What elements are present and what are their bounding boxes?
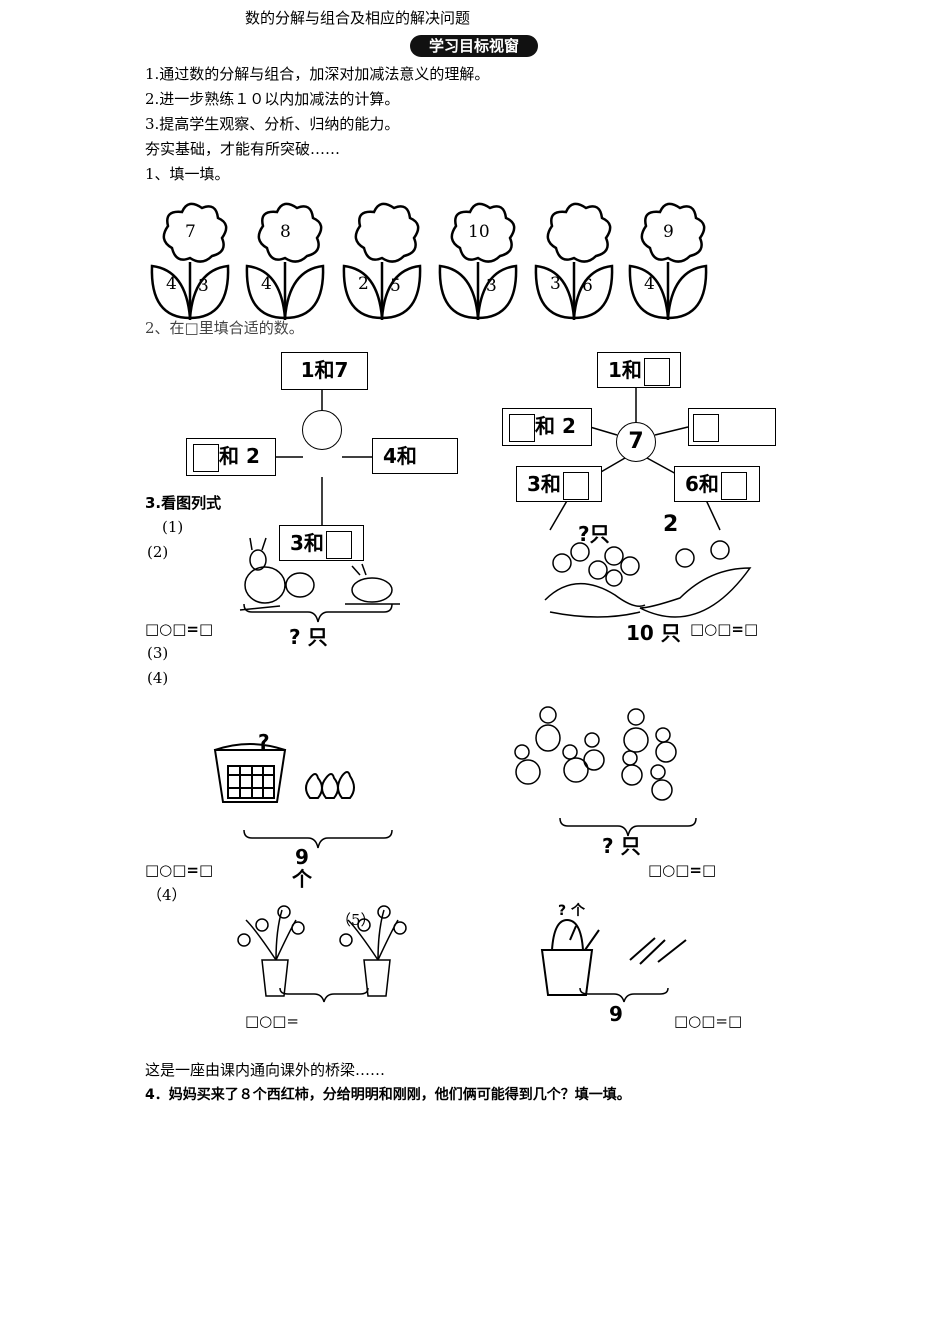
- equation-5[interactable]: □○□=: [245, 1012, 300, 1030]
- tree2-bottom-left-blank[interactable]: [562, 471, 589, 500]
- tree2-top-blank[interactable]: [643, 357, 670, 386]
- goal-1: 1.通过数的分解与组合，加深对加减法意义的理解。: [145, 65, 490, 83]
- tree1-bottom-text: 3和: [290, 531, 324, 555]
- equation-1[interactable]: □○□=□: [145, 620, 214, 638]
- tree2-bottom-right-text: 6和: [685, 472, 719, 496]
- question-1-label: 1、填一填。: [145, 165, 230, 183]
- equation-6[interactable]: □○□=□: [674, 1012, 743, 1030]
- tree2-center-text: 7: [628, 429, 644, 454]
- tree2-bottom-left-text: 3和: [527, 472, 561, 496]
- flower-leaf-right: [188, 264, 230, 320]
- flower-head: [354, 202, 420, 263]
- rabbits-question-label: ? 只: [289, 625, 328, 649]
- tree2-left-box: 和 2: [502, 408, 592, 446]
- vegetables-total-label: 9: [609, 1002, 623, 1026]
- tree1-bottom-box: 3和: [279, 525, 364, 561]
- tree1-right-text: 4和: [383, 444, 417, 468]
- vegetables-question-label: ? 个: [558, 903, 585, 919]
- item-number-3: (3): [147, 644, 169, 662]
- tree2-center-circle: 7: [616, 422, 656, 462]
- item-number-2: (2): [147, 543, 169, 561]
- section-intro: 夯实基础，才能有所突破……: [145, 140, 341, 158]
- bridge-text: 这是一座由课内通向课外的桥梁……: [145, 1061, 386, 1079]
- flower-top-number: 10: [468, 222, 490, 242]
- monkeys-question-label: ?只: [578, 522, 610, 546]
- flower-left-number: 4: [644, 274, 655, 294]
- item-number-4b: （4）: [147, 886, 187, 904]
- tree2-right-blank[interactable]: [693, 413, 719, 442]
- equation-4[interactable]: □○□=□: [648, 861, 717, 879]
- tree2-top-box: 1和: [597, 352, 681, 388]
- question-2-label: 2、在□里填合适的数。: [145, 319, 304, 337]
- tree1-left-text: 和 2: [219, 444, 260, 468]
- flower-leaf-right: [283, 264, 325, 320]
- question-3-label: 3.看图列式: [145, 494, 222, 512]
- goal-2: 2.进一步熟练１０以内加减法的计算。: [145, 90, 400, 108]
- tree1-top-box: 1和7: [281, 352, 368, 390]
- tree2-right-box: [688, 408, 776, 446]
- item-number-1: (1): [162, 518, 184, 536]
- goal-3: 3.提高学生观察、分析、归纳的能力。: [145, 115, 400, 133]
- tree1-left-box: 和 2: [186, 438, 276, 476]
- basket-question-label: ?: [258, 730, 270, 754]
- flower-leaf-left: [438, 264, 480, 320]
- question-4-text: 4．妈妈买来了８个西红柿，分给明明和刚刚，他们俩可能得到几个？填一填。: [145, 1087, 631, 1103]
- flower-left-number: 4: [261, 274, 272, 294]
- tree1-right-box: 4和: [372, 438, 458, 474]
- flower-top-number: 9: [663, 222, 674, 242]
- tree1-top-text: 1和7: [300, 358, 349, 382]
- tree2-bottom-left-box: 3和: [516, 466, 602, 502]
- flower-right-number: 6: [582, 276, 593, 296]
- item-number-4: (4): [147, 669, 169, 687]
- item-number-5: （5）: [336, 911, 376, 929]
- equation-3[interactable]: □○□=□: [145, 861, 214, 879]
- tree2-bottom-right-blank[interactable]: [720, 471, 747, 500]
- tree1-left-blank[interactable]: [193, 443, 219, 472]
- equation-2[interactable]: □○□=□: [690, 620, 759, 638]
- flower-left-number: 2: [358, 274, 369, 294]
- flower-head: [546, 202, 612, 263]
- flower-right-number: 3: [198, 276, 209, 296]
- tree2-left-blank[interactable]: [509, 413, 535, 442]
- flower-left-number: 4: [166, 274, 177, 294]
- flower-top-number: 8: [280, 222, 291, 242]
- chicks-question-label: ? 只: [602, 834, 641, 858]
- tree1-center-circle[interactable]: [302, 410, 342, 450]
- tree2-bottom-right-box: 6和: [674, 466, 760, 502]
- tree1-bottom-blank[interactable]: [325, 530, 352, 559]
- tree2-top-text: 1和: [608, 358, 642, 382]
- flower-left-number: 3: [550, 274, 561, 294]
- monkeys-two-label: 2: [663, 512, 679, 537]
- page-title: 数的分解与组合及相应的解决问题: [245, 9, 471, 27]
- section-banner: 学习目标视窗: [410, 35, 538, 57]
- flower-right-number: 3: [486, 276, 497, 296]
- tree2-left-text: 和 2: [535, 414, 576, 438]
- flower-top-number: 7: [185, 222, 196, 242]
- flower-leaf-right: [380, 264, 422, 320]
- monkeys-total-label: 10 只: [626, 621, 681, 645]
- flower-right-number: 5: [390, 276, 401, 296]
- flower-leaf-right: [476, 264, 518, 320]
- flower-leaf-right: [666, 264, 708, 320]
- basket-total-label: 9 个: [292, 845, 312, 891]
- flower-leaf-right: [572, 264, 614, 320]
